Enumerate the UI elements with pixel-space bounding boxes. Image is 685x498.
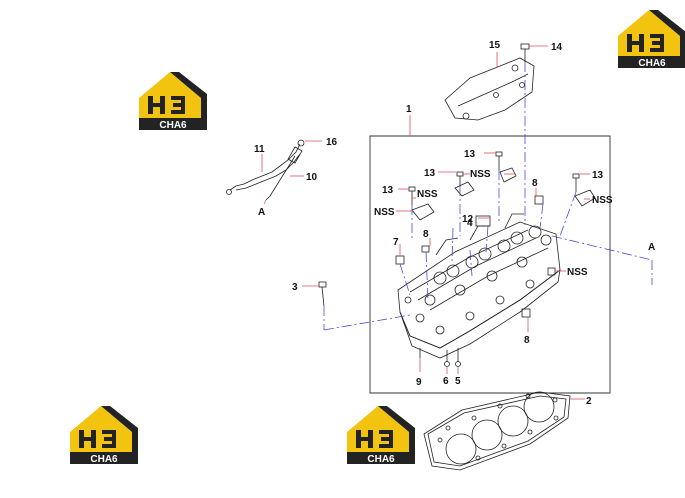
small-bolts	[318, 151, 580, 367]
callout-8-bottom: 8	[524, 335, 530, 346]
callout-4: 4	[467, 218, 473, 229]
logo-top-left: CHA6	[139, 72, 207, 131]
callout-10: 10	[306, 172, 318, 183]
callout-3: 3	[292, 282, 298, 293]
cylinder-head-cover	[444, 57, 535, 121]
logo-text: CHA6	[367, 454, 395, 465]
reference-a-right: A	[648, 242, 655, 253]
callout-11: 11	[254, 144, 265, 155]
callout-labels: 1 2 3 4 5 6 7 8 8 8 9 10 11 12 13 13 13 …	[254, 40, 655, 407]
logo-text: CHA6	[90, 454, 118, 465]
callout-nss-1: NSS	[470, 169, 491, 180]
callout-6: 6	[443, 376, 449, 387]
callout-14: 14	[551, 42, 563, 53]
head-gasket	[423, 391, 571, 471]
callout-13-b: 13	[424, 168, 436, 179]
logo-bottom-left: CHA6	[70, 406, 138, 465]
callout-8-mid: 8	[423, 229, 429, 240]
callout-7: 7	[393, 237, 399, 248]
callout-15: 15	[489, 40, 501, 51]
glow-plug-harness	[226, 139, 305, 201]
callout-nss-2: NSS	[417, 189, 438, 200]
leader-lines	[261, 45, 590, 400]
callout-9: 9	[416, 377, 422, 388]
callout-nss-3: NSS	[374, 207, 395, 218]
callout-2: 2	[586, 396, 592, 407]
cylinder-head	[397, 213, 561, 359]
callout-13-d: 13	[592, 170, 604, 181]
assembly-frame	[369, 135, 611, 394]
logo-top-right: CHA6	[618, 10, 685, 69]
callout-8-top: 8	[532, 178, 538, 189]
callout-1: 1	[406, 104, 412, 115]
phantom-lines	[323, 62, 653, 331]
callout-13-c: 13	[382, 185, 394, 196]
logo-bottom-center: CHA6	[347, 406, 415, 465]
rocker-brackets	[395, 167, 596, 318]
callout-13-a: 13	[464, 149, 476, 160]
logo-text: CHA6	[159, 120, 187, 131]
callout-5: 5	[455, 376, 461, 387]
bolt-14	[520, 43, 530, 62]
logo-text: CHA6	[638, 58, 666, 69]
callout-nss-5: NSS	[567, 267, 588, 278]
callout-16: 16	[326, 137, 338, 148]
reference-a-left: A	[258, 207, 265, 218]
callout-12: 12	[462, 214, 474, 225]
callout-nss-4: NSS	[592, 195, 613, 206]
